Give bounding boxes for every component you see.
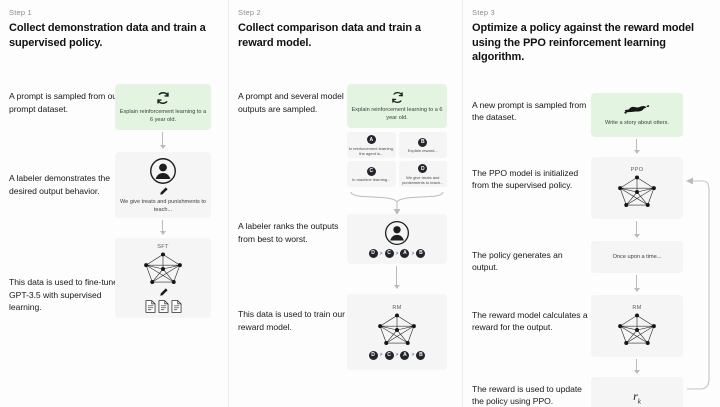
refresh-icon [156, 91, 170, 105]
caption-prompt-outputs-sampled: A prompt and several model outputs are s… [238, 91, 344, 114]
reward-box[interactable]: rk [591, 377, 683, 407]
option-text: In reinforcement learning, the agent is.… [348, 145, 394, 156]
otter-icon [624, 103, 650, 116]
reward-symbol: rk [633, 389, 641, 406]
option-text: We give treats and punishments to teach.… [402, 174, 444, 185]
rank-badge: A [400, 350, 410, 360]
output-option-c[interactable]: C In machine learning... [347, 161, 396, 188]
rank-separator: > [379, 250, 383, 257]
prompt-box[interactable]: Explain reinforcement learning to a 6 ye… [347, 84, 447, 129]
rank-separator: > [395, 250, 399, 257]
step-1-title: Collect demonstration data and train a s… [9, 22, 206, 49]
rm-label: RM [392, 304, 402, 311]
neural-net-icon [140, 251, 186, 287]
step-1-column: Step 1 Collect demonstration data and tr… [0, 0, 228, 407]
neural-net-icon [374, 312, 420, 348]
pencil-icon [158, 287, 169, 298]
output-box[interactable]: Once upon a time... [591, 241, 683, 274]
document-icons [145, 300, 182, 313]
ppo-label: PPO [630, 166, 644, 173]
rank-badge: C [384, 350, 394, 360]
merge-brace [347, 190, 447, 216]
option-text: Explain reward... [407, 148, 438, 154]
output-option-d[interactable]: D We give treats and punishments to teac… [398, 161, 447, 188]
step-1-label: Step 1 [9, 8, 32, 17]
step-2-column: Step 2 Collect comparison data and train… [228, 0, 462, 407]
rm-box[interactable]: RM [347, 294, 447, 371]
arrow-2 [159, 220, 166, 236]
model-outputs-grid: A In reinforcement learning, the agent i… [347, 132, 447, 188]
document-icon [171, 300, 182, 313]
arrow-4 [633, 139, 640, 155]
output-option-a[interactable]: A In reinforcement learning, the agent i… [347, 132, 396, 159]
arrow-7 [633, 359, 640, 375]
prompt-text: Explain reinforcement learning to a 6 ye… [119, 108, 207, 123]
new-prompt-text: Write a story about otters. [605, 120, 669, 127]
rank-badge: D [368, 350, 378, 360]
labeler-icon [149, 157, 177, 185]
prompt-text: Explain reinforcement learning to a 6 ye… [351, 106, 443, 121]
rank-separator: > [379, 352, 383, 359]
caption-policy-generates: The policy generates an output. [472, 250, 563, 273]
new-prompt-box[interactable]: Write a story about otters. [591, 93, 683, 138]
arrow-1 [159, 132, 166, 150]
step-3-column: Step 3 Optimize a policy against the rew… [462, 0, 720, 407]
rank-separator: > [395, 352, 399, 359]
refresh-icon [391, 91, 404, 104]
arrow-5 [633, 221, 640, 239]
labeler-box[interactable]: We give treats and punishments to teach.… [115, 152, 211, 219]
rank-badge: B [416, 249, 426, 259]
labeler-demo-text: We give treats and punishments to teach.… [119, 198, 207, 213]
option-letter: C [366, 166, 376, 176]
step-3-label: Step 3 [472, 8, 495, 17]
neural-net-icon [614, 312, 660, 348]
ranking-box[interactable]: D > C > A > B [347, 214, 447, 265]
caption-prompt-sampled: A prompt is sampled from our prompt data… [9, 91, 120, 114]
step-2-label: Step 2 [238, 8, 261, 17]
labeler-icon [384, 220, 410, 246]
caption-ppo-initialized: The PPO model is initialized from the su… [472, 168, 579, 191]
document-icon [145, 300, 156, 313]
prompt-box[interactable]: Explain reinforcement learning to a 6 ye… [115, 84, 211, 131]
rank-separator: > [411, 352, 415, 359]
rank-badge: C [384, 249, 394, 259]
feedback-loop-arrow [681, 167, 713, 403]
caption-new-prompt: A new prompt is sampled from the dataset… [472, 100, 587, 123]
caption-update-policy: The reward is used to update the policy … [472, 384, 582, 407]
sft-label: SFT [157, 243, 169, 250]
ppo-box[interactable]: PPO [591, 157, 683, 220]
rm-box[interactable]: RM [591, 295, 683, 358]
arrow-6 [633, 275, 640, 293]
document-icon [158, 300, 169, 313]
rank-badge: A [400, 249, 410, 259]
caption-reward-calculated: The reward model calculates a reward for… [472, 310, 588, 333]
caption-labeler-ranks: A labeler ranks the outputs from best to… [238, 221, 339, 244]
step-2-title: Collect comparison data and train a rewa… [238, 22, 421, 49]
pencil-icon [158, 186, 169, 197]
option-text: In machine learning... [352, 177, 391, 183]
caption-train-reward-model: This data is used to train our reward mo… [238, 309, 345, 332]
arrow-3 [393, 266, 400, 290]
step-3-title: Optimize a policy against the reward mod… [472, 22, 694, 64]
rank-separator: > [411, 250, 415, 257]
option-letter: A [366, 135, 376, 145]
rm-label: RM [632, 304, 642, 311]
option-letter: B [418, 137, 428, 147]
ranking-row: D > C > A > B [368, 249, 426, 259]
caption-finetune-gpt: This data is used to fine-tune GPT-3.5 w… [9, 277, 118, 312]
rank-badge: D [368, 249, 378, 259]
caption-labeler-demonstrates: A labeler demonstrates the desired outpu… [9, 173, 110, 196]
output-text: Once upon a time... [612, 254, 662, 261]
ranking-row: D > C > A > B [368, 350, 426, 360]
option-letter: D [418, 164, 428, 174]
rank-badge: B [416, 350, 426, 360]
output-option-b[interactable]: B Explain reward... [398, 132, 447, 159]
neural-net-icon [614, 174, 660, 210]
sft-box[interactable]: SFT [115, 238, 211, 319]
